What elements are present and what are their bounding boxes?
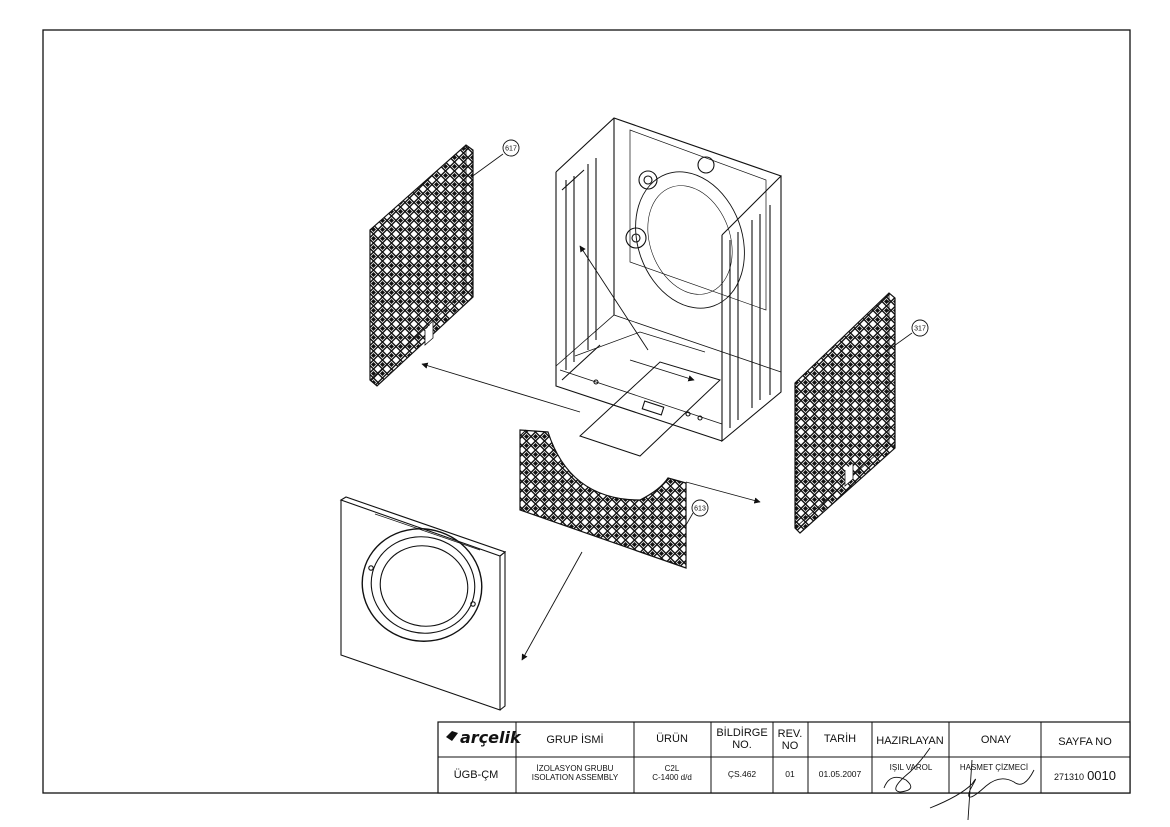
value-page-no-suffix: 0010 (1087, 768, 1116, 783)
callout-317: 317 (879, 319, 929, 357)
assembly-arrows (421, 245, 761, 661)
header-tarih: TARİH (824, 732, 856, 745)
value-department: ÜGB-ÇM (454, 769, 499, 781)
title-block: arçelik GRUP İSMİ ÜRÜN BİLDİRGE NO. REV.… (437, 721, 1131, 821)
value-rev-no: 01 (785, 769, 795, 779)
header-grup-ismi: GRUP İSMİ (546, 733, 603, 746)
front-panel (339, 496, 507, 711)
header-rev-no-2: NO (782, 740, 799, 752)
value-group-line1: İZOLASYON GRUBU (537, 764, 614, 773)
callout-613: 613 (685, 499, 709, 526)
header-bildirge-no-1: BİLDİRGE (716, 726, 767, 739)
arcelik-logo: arçelik (460, 728, 522, 747)
value-approved-by: HASMET ÇİZMECİ (960, 763, 1028, 772)
value-product-line1: C2L (665, 764, 680, 773)
bottom-insulation-panel (519, 429, 687, 569)
value-group-line2: ISOLATION ASSEMBLY (532, 773, 619, 782)
header-onay: ONAY (981, 734, 1012, 746)
callout-617-label: 617 (505, 146, 517, 153)
floor-outline (579, 361, 721, 457)
header-rev-no-1: REV. (778, 728, 803, 740)
sheet-border (42, 29, 1131, 794)
value-date: 01.05.2007 (819, 769, 862, 779)
header-bildirge-no-2: NO. (732, 739, 752, 751)
header-urun: ÜRÜN (656, 733, 688, 745)
callout-617: 617 (469, 139, 520, 179)
value-product-line2: C-1400 d/d (652, 773, 692, 782)
callout-613-label: 613 (694, 506, 706, 513)
signature-approved (929, 759, 1035, 821)
header-sayfa-no: SAYFA NO (1058, 736, 1112, 748)
header-hazirlayan: HAZIRLAYAN (876, 735, 943, 747)
left-insulation-panel (369, 144, 474, 387)
value-bildirge-no: ÇS.462 (728, 769, 757, 779)
callout-317-label: 317 (914, 326, 926, 333)
arcelik-logo-icon (446, 731, 458, 741)
right-insulation-panel (794, 292, 896, 534)
signature-prepared (883, 747, 931, 793)
value-prepared-by: IŞIL VAROL (890, 763, 933, 772)
cabinet-body (555, 117, 783, 443)
value-page-no-prefix: 271310 (1054, 772, 1084, 782)
